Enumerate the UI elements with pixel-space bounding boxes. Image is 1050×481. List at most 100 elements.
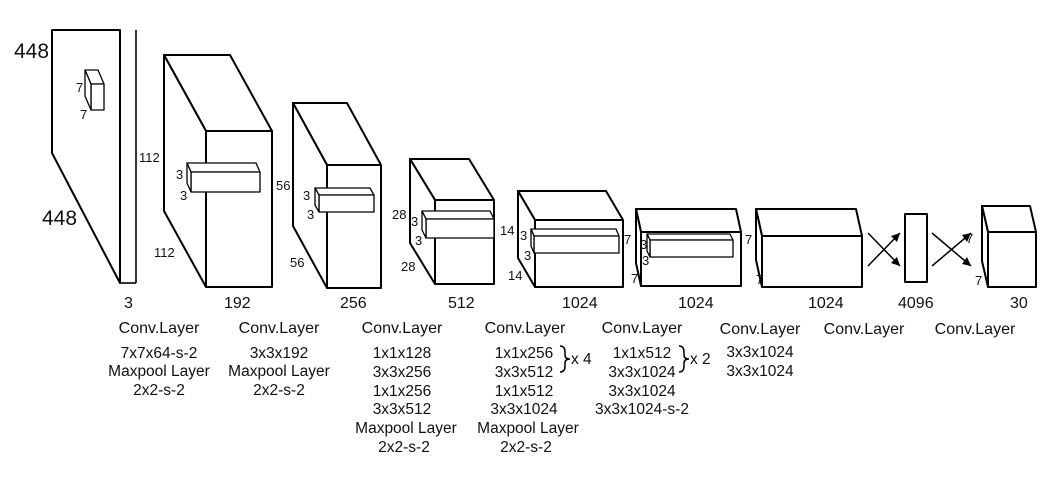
input-kernel-front (90, 83, 105, 111)
layer-4-repeat: x 4 (571, 351, 592, 368)
volume-2 (292, 102, 382, 289)
volume-6-top (755, 208, 863, 237)
layer-3-spec: 1x1x256 (373, 383, 432, 400)
layer-2-spec: Maxpool Layer (228, 363, 330, 380)
layer-3-spec: 3x3x512 (373, 401, 432, 418)
arrowhead (891, 257, 900, 266)
volume-5-kernel-top (646, 233, 734, 241)
layer-5-spec: 1x1x512 (613, 345, 672, 362)
volume-3 (409, 158, 495, 285)
input-kernel-w-label: 7 (80, 107, 87, 122)
arrows-to-output (931, 232, 972, 267)
arrowhead (891, 233, 900, 242)
layer-2-spec: 3x3x192 (250, 345, 309, 362)
volume-1-kernel-front (190, 171, 261, 193)
volume-5-w-label: 7 (631, 271, 638, 286)
fc-channels-label: 4096 (898, 295, 934, 312)
volume-1-kernel-side (186, 162, 192, 193)
layer-4-spec: 1x1x256 (495, 345, 554, 362)
output-h-label: 7 (966, 231, 973, 246)
output-top (981, 205, 1037, 233)
volume-2-kernel-w-label: 3 (307, 207, 314, 222)
volume-6 (755, 208, 863, 288)
input-kernel-side (84, 69, 92, 111)
volume-2-kernel-front (318, 194, 375, 213)
volume-1-kernel-h-label: 3 (176, 167, 183, 182)
volume-2-channels-label: 256 (340, 295, 367, 312)
volume-1-h-label: 112 (139, 150, 160, 165)
volume-2-kernel-h-label: 3 (303, 188, 310, 203)
layer-2-spec: 2x2-s-2 (253, 382, 305, 399)
layer-3-spec: 3x3x256 (373, 364, 432, 381)
input-width-label: 448 (42, 207, 77, 230)
input-height-label: 448 (14, 40, 49, 63)
output-volume (981, 205, 1037, 288)
layer-6-spec: 3x3x1024 (726, 344, 794, 361)
volume-5-kernel-front (649, 239, 734, 258)
volume-2-h-label: 56 (276, 178, 290, 193)
layer-5-spec: 3x3x1024 (608, 364, 676, 381)
layer-2-title: Conv.Layer (239, 320, 320, 337)
volume-1-channels-label: 192 (224, 295, 251, 312)
layer-4-spec: 2x2-s-2 (500, 439, 552, 456)
volume-4 (517, 190, 624, 288)
volume-2-kernel-top (314, 187, 375, 196)
volume-6-front (761, 235, 863, 288)
layer-5-spec: 3x3x1024 (608, 383, 676, 400)
volume-1-w-label: 112 (154, 245, 175, 260)
volume-4-w-label: 14 (508, 268, 522, 283)
arrows-to-fc (867, 232, 901, 267)
layer-1-spec: Maxpool Layer (108, 363, 210, 380)
output-w-label: 7 (975, 273, 982, 288)
volume-5-top (635, 208, 742, 233)
volume-4-kernel-front (533, 235, 620, 254)
volume-3-h-label: 28 (392, 207, 406, 222)
output-front (987, 231, 1037, 288)
volume-1-kernel-top (186, 162, 261, 173)
layer-3-spec: Maxpool Layer (355, 420, 457, 437)
volume-3-kernel-h-label: 3 (411, 214, 418, 229)
volume-5-h-label: 7 (624, 232, 631, 247)
volume-5-channels-label: 1024 (678, 295, 714, 312)
layer-4-spec: Maxpool Layer (477, 420, 579, 437)
volume-4-h-label: 14 (500, 223, 514, 238)
layer-5-spec: 3x3x1024-s-2 (595, 401, 689, 418)
volume-4-kernel-h-label: 3 (520, 228, 527, 243)
volume-3-channels-label: 512 (448, 295, 475, 312)
volume-3-w-label: 28 (401, 259, 415, 274)
layer-4-spec: 3x3x512 (495, 364, 554, 381)
volume-4-kernel-top (530, 228, 620, 237)
input-side-face (51, 29, 121, 284)
volume-4-channels-label: 1024 (562, 295, 598, 312)
volume-1 (163, 54, 273, 288)
layer-4-title: Conv.Layer (485, 320, 566, 337)
input-channels-label: 3 (124, 295, 133, 312)
volume-2-kernel-side (314, 187, 320, 213)
volume-5-kernel-side (646, 233, 651, 258)
volume-6-h-label: 7 (745, 232, 752, 247)
layer-6-spec: 3x3x1024 (726, 363, 794, 380)
repeat-brace-x2 (678, 345, 690, 373)
fc-layer (904, 213, 928, 283)
volume-3-kernel-side (421, 210, 427, 239)
volume-3-kernel-front (425, 218, 495, 239)
volume-4-kernel-side (530, 228, 535, 254)
layer-6-title: Conv.Layer (720, 321, 801, 338)
volume-3-kernel-top (421, 210, 495, 220)
input-kernel-h-label: 7 (76, 80, 83, 95)
volume-1-kernel-w-label: 3 (180, 188, 187, 203)
layer-3-spec: 2x2-s-2 (378, 439, 430, 456)
volume-4-kernel-w-label: 3 (524, 248, 531, 263)
layer-5-title: Conv.Layer (602, 320, 683, 337)
volume-2-front (326, 164, 382, 289)
volume-4-top (517, 190, 624, 221)
layer-8-title: Conv.Layer (935, 321, 1016, 338)
volume-6-channels-label: 1024 (808, 295, 844, 312)
volume-1-front (205, 130, 273, 288)
arrowhead (962, 233, 971, 242)
layer-1-spec: 2x2-s-2 (133, 382, 185, 399)
volume-6-w-label: 7 (756, 272, 763, 287)
layer-3-title: Conv.Layer (362, 320, 443, 337)
